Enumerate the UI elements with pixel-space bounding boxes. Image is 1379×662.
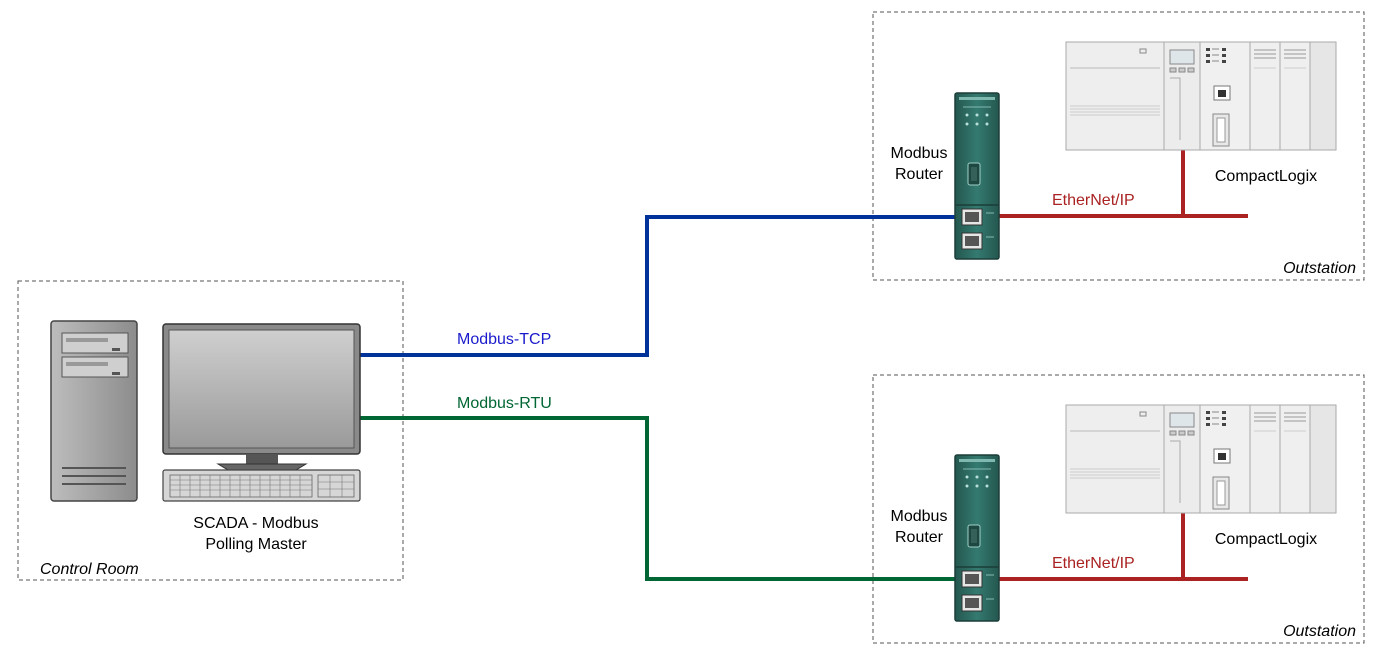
compactlogix-bottom-icon	[1065, 404, 1337, 514]
modbus-rtu-label: Modbus-RTU	[457, 395, 552, 412]
ethernetip-top-link	[996, 150, 1248, 218]
router-top-label-line2: Router	[895, 166, 944, 183]
monitor-icon	[162, 323, 361, 471]
pc-tower-icon	[50, 320, 138, 502]
outstation-bottom-label: Outstation	[1283, 623, 1356, 640]
control-room-label: Control Room	[40, 561, 139, 578]
ethernetip-top-label: EtherNet/IP	[1052, 192, 1135, 209]
control-room-zone	[17, 280, 404, 581]
router-top-label-line1: Modbus	[891, 145, 948, 162]
router-bottom-label-line2: Router	[895, 529, 944, 546]
modbus-router-bottom-icon	[954, 454, 1000, 622]
router-bottom-label-line1: Modbus	[891, 508, 948, 525]
outstation-top-label: Outstation	[1283, 260, 1356, 277]
outstation-bottom-zone	[872, 374, 1365, 644]
modbus-router-top-icon	[954, 92, 1000, 260]
modbus-tcp-label: Modbus-TCP	[457, 331, 551, 348]
ethernetip-bottom-link	[996, 513, 1248, 581]
ethernetip-bottom-label: EtherNet/IP	[1052, 555, 1135, 572]
modbus-rtu-link	[360, 416, 956, 581]
scada-label-line2: Polling Master	[205, 536, 307, 553]
compactlogix-top-label: CompactLogix	[1215, 168, 1317, 185]
outstation-top-zone	[872, 11, 1365, 281]
modbus-tcp-link	[360, 215, 956, 357]
keyboard-icon	[162, 469, 361, 502]
compactlogix-top-icon	[1065, 41, 1337, 151]
compactlogix-bottom-label: CompactLogix	[1215, 531, 1317, 548]
scada-label-line1: SCADA - Modbus	[193, 515, 318, 532]
